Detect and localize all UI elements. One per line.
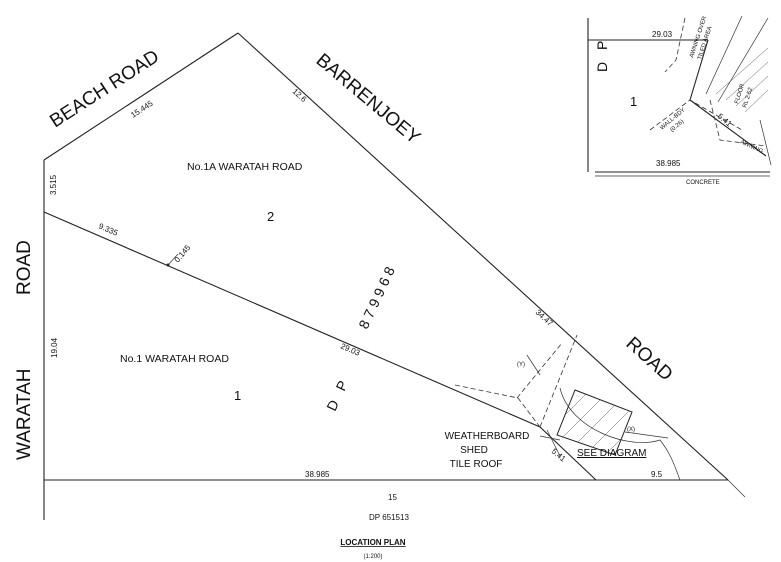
dim-barrenjoey-lower: 34.47 bbox=[534, 308, 555, 328]
lot-1-number: 1 bbox=[234, 388, 241, 403]
inset-dim-top: 29.03 bbox=[652, 30, 673, 39]
shed-note-line2: SHED bbox=[460, 445, 488, 456]
dim-rear-right: 9.5 bbox=[651, 470, 663, 479]
inset-lot-number: 1 bbox=[630, 94, 637, 109]
lot-2-number: 2 bbox=[267, 209, 274, 224]
lot-division-line bbox=[43, 211, 541, 428]
y-marker: (Y) bbox=[517, 362, 525, 368]
dim-left-lower: 19.04 bbox=[50, 337, 59, 358]
waratah-road-label-road: ROAD bbox=[14, 240, 35, 295]
dim-left-upper: 3.515 bbox=[49, 174, 58, 195]
shed-dim-leader bbox=[546, 429, 561, 457]
dim-barrenjoey-frontage: 12.6 bbox=[291, 87, 309, 104]
site-boundary bbox=[43, 32, 746, 520]
barrenjoey-road-boundary bbox=[237, 32, 729, 481]
shed-note-line3: TILE ROOF bbox=[450, 459, 503, 470]
x-leader bbox=[624, 431, 669, 439]
dim-offset: 0.145 bbox=[173, 243, 193, 265]
inset-dashed-line bbox=[649, 99, 743, 131]
inset-boundary bbox=[689, 99, 767, 157]
dim-rear-boundary: 38.985 bbox=[305, 470, 330, 479]
dashed-building-line-2 bbox=[539, 334, 578, 428]
dim-division-right: 29.03 bbox=[339, 342, 361, 358]
beach-road-boundary bbox=[43, 32, 239, 161]
shed-outline bbox=[454, 334, 578, 457]
shed-leader bbox=[539, 435, 561, 441]
location-plan-title: LOCATION PLAN bbox=[340, 538, 405, 547]
inset-division bbox=[689, 39, 709, 101]
inset-diagram: 29.03 D P 1 AWNING OVER TILED AREA FLOOR… bbox=[587, 15, 772, 186]
inset-awning: AWNING bbox=[739, 139, 764, 155]
lot-1a-name: No.1A WARATAH ROAD bbox=[187, 161, 303, 173]
adjoining-lot-number: 15 bbox=[388, 493, 397, 502]
inset-dashed-awning-2 bbox=[709, 99, 767, 147]
lot-1-name: No.1 WARATAH ROAD bbox=[120, 353, 229, 365]
deposited-plan-number: 879968 bbox=[355, 260, 399, 331]
inset-dp-label: D P bbox=[594, 37, 610, 72]
inset-dim-bottom: 38.985 bbox=[656, 159, 681, 168]
hatched-structure bbox=[539, 387, 681, 481]
dim-division-left: 9.335 bbox=[97, 222, 119, 238]
barrenjoey-road-suffix-label: ROAD bbox=[622, 333, 677, 385]
adjoining-dp: DP 651513 bbox=[369, 513, 409, 522]
lot-division-line-end bbox=[539, 426, 597, 481]
dim-shed: 5.41 bbox=[550, 447, 568, 464]
beach-road-label: BEACH ROAD bbox=[46, 46, 163, 132]
offset-marker bbox=[166, 253, 179, 267]
deposited-plan-label: D P bbox=[323, 374, 352, 413]
waratah-road-label-name: WARATAH bbox=[14, 369, 35, 460]
inset-concrete: CONCRETE bbox=[686, 180, 720, 186]
inset-right-line bbox=[705, 15, 743, 95]
dashed-building-line-3 bbox=[516, 342, 563, 399]
diagram-leader-curve bbox=[559, 387, 681, 481]
plan-scale: (1:200) bbox=[363, 554, 382, 560]
x-marker: (X) bbox=[627, 427, 635, 433]
inset-dashed-awning bbox=[664, 17, 686, 73]
see-diagram-label: SEE DIAGRAM bbox=[577, 448, 646, 459]
boundary-extension bbox=[727, 479, 746, 498]
shed-note-line1: WEATHERBOARD bbox=[445, 431, 530, 442]
inset-right-line-2 bbox=[717, 17, 769, 103]
dashed-building-line bbox=[454, 384, 541, 428]
y-leader bbox=[526, 354, 541, 376]
barrenjoey-road-label: BARRENJOEY bbox=[312, 50, 424, 149]
